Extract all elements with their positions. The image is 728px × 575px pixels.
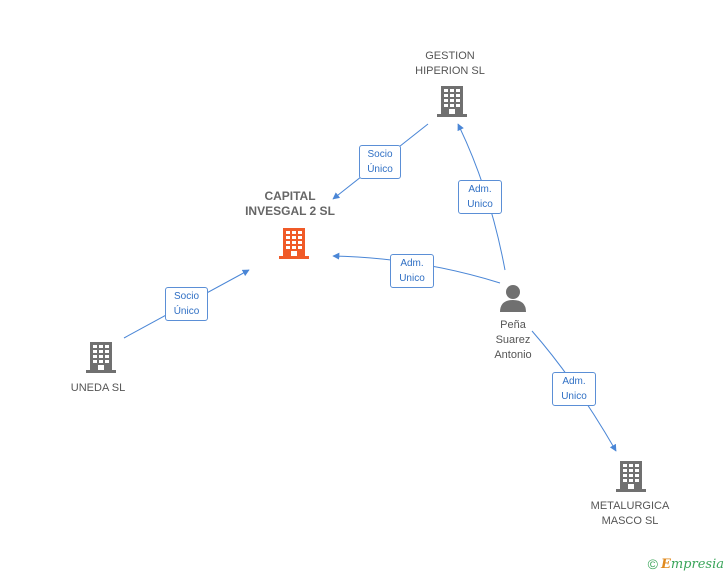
edge-label-person-metalurgica-line1: Adm. <box>562 376 586 387</box>
uneda-label-line1: UNEDA SL <box>70 382 126 394</box>
edge-label-person-gestion-line1: Adm. <box>468 184 492 195</box>
edge-label-person-metalurgica-line2: Unico <box>561 391 587 402</box>
copyright-symbol: © <box>647 556 658 572</box>
brand-name: Empresia <box>661 557 724 572</box>
gestion-hiperion-label[interactable]: GESTION HIPERION SL <box>400 49 500 79</box>
empresia-brand[interactable]: © Empresia <box>648 556 724 572</box>
metalurgica-masco-building-icon[interactable] <box>616 461 646 492</box>
edge-label-person-metalurgica[interactable]: Adm. Unico <box>552 372 596 406</box>
edge-label-person-gestion[interactable]: Adm. Unico <box>458 180 502 214</box>
edge-label-person-capital[interactable]: Adm. Unico <box>390 254 434 288</box>
person-label-line2: Suarez <box>495 334 531 346</box>
person-label-line3: Antonio <box>494 349 532 361</box>
gestion-hiperion-label-line2: HIPERION SL <box>415 65 485 77</box>
edge-label-uneda-capital-line1: Socio <box>173 291 199 302</box>
person-icon[interactable] <box>500 285 526 312</box>
person-label[interactable]: Peña Suarez Antonio <box>478 318 548 363</box>
edge-label-gestion-capital[interactable]: Socio Único <box>359 145 401 179</box>
metalurgica-masco-label[interactable]: METALURGICA MASCO SL <box>582 499 678 529</box>
uneda-label[interactable]: UNEDA SL <box>58 381 138 396</box>
edge-label-gestion-capital-line1: Socio <box>367 149 393 160</box>
capital-invesgal-building-icon[interactable] <box>279 228 309 259</box>
capital-invesgal-label[interactable]: CAPITAL INVESGAL 2 SL <box>235 189 345 219</box>
person-label-line1: Peña <box>500 319 526 331</box>
capital-invesgal-label-line2: INVESGAL 2 SL <box>245 204 335 218</box>
edge-label-uneda-capital-line2: Único <box>173 306 200 317</box>
edge-label-uneda-capital[interactable]: Socio Único <box>165 287 208 321</box>
uneda-building-icon[interactable] <box>86 342 116 373</box>
metalurgica-masco-label-line2: MASCO SL <box>601 515 659 527</box>
brand-name-rest: mpresia <box>670 556 724 572</box>
brand-name-initial: E <box>660 556 671 572</box>
edge-label-gestion-capital-line2: Único <box>367 164 393 175</box>
gestion-hiperion-label-line1: GESTION <box>425 50 475 62</box>
edge-label-person-gestion-line2: Unico <box>467 199 493 210</box>
metalurgica-masco-label-line1: METALURGICA <box>590 500 670 512</box>
capital-invesgal-label-line1: CAPITAL <box>264 189 316 203</box>
edge-label-person-capital-line2: Unico <box>399 273 425 284</box>
edge-label-person-capital-line1: Adm. <box>400 258 424 269</box>
gestion-hiperion-building-icon[interactable] <box>437 86 467 117</box>
